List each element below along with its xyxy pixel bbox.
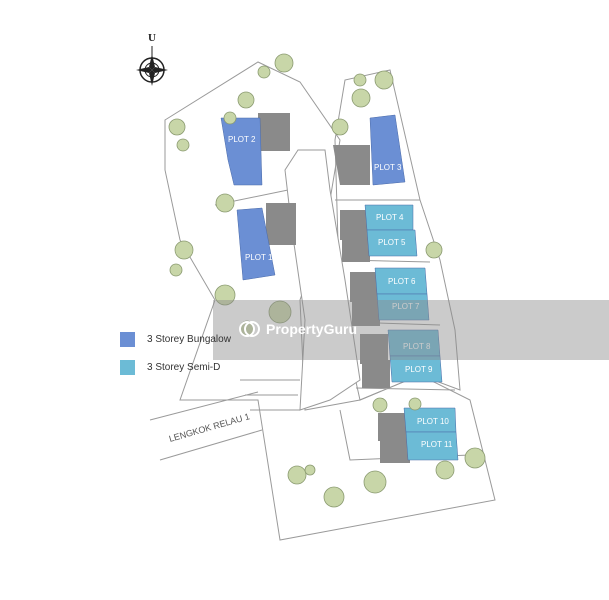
plot-3[interactable] [369,114,406,186]
plot-9-label: PLOT 9 [405,365,433,374]
tree-icon [214,284,236,306]
legend-label-bungalow: 3 Storey Bungalow [147,333,231,345]
plot-9[interactable] [389,355,443,383]
plot-11[interactable] [405,431,459,461]
compass-rose-icon [136,46,168,86]
watermark-logo: PropertyGuru [238,318,357,340]
tree-icon [323,486,345,508]
main-road [149,379,300,461]
legend-item-bungalow: 3 Storey Bungalow [120,330,231,348]
tree-icon [169,263,183,277]
tree-icon [374,70,394,90]
plot-11-label: PLOT 11 [421,440,453,449]
legend-swatch-semi-d [120,359,135,375]
tree-icon [372,397,388,413]
tree-icon [425,241,443,259]
tree-icon [408,397,422,411]
tree-icon [353,73,367,87]
plot-1[interactable] [236,207,276,281]
plot-6-label: PLOT 6 [388,277,416,286]
tree-icon [237,91,255,109]
trees [168,53,486,508]
plot-5[interactable] [366,229,418,257]
tree-icon [174,240,194,260]
tree-icon [268,300,292,324]
carports [258,113,410,463]
legend: 3 Storey Bungalow 3 Storey Semi-D [120,330,231,386]
watermark-text: PropertyGuru [266,321,358,337]
plot-buildings [220,114,459,461]
plot-10-label: PLOT 10 [417,417,449,426]
tree-icon [168,118,186,136]
propertyguru-logo-icon [239,321,260,337]
watermark-band [213,300,609,360]
plot-4-label: PLOT 4 [376,213,404,222]
tree-icon [435,460,455,480]
tree-icon [274,53,294,73]
internal-road [284,149,361,411]
plot-3-label: PLOT 3 [374,163,402,172]
tree-icon [257,65,271,79]
tree-icon [223,111,237,125]
road-name: LENGKOK RELAU 1 [168,411,251,444]
plot-7[interactable] [376,293,430,321]
plot-2[interactable] [220,117,263,186]
tree-icon [331,118,349,136]
compass-north-label: U [148,32,156,44]
tree-icon [363,470,387,494]
tree-icon [215,193,235,213]
tree-icon [176,138,190,152]
legend-item-semi-d: 3 Storey Semi-D [120,358,231,376]
plot-8-label: PLOT 8 [403,342,431,351]
tree-icon [304,464,316,476]
legend-label-semi-d: 3 Storey Semi-D [147,361,221,373]
legend-swatch-bungalow [120,331,135,347]
tree-icon [464,447,486,469]
plot-7-label: PLOT 7 [392,302,420,311]
tree-icon [287,465,307,485]
plot-2-label: PLOT 2 [228,135,256,144]
plot-1-label: PLOT 1 [245,253,273,262]
plot-5-label: PLOT 5 [378,238,406,247]
tree-icon [351,88,371,108]
